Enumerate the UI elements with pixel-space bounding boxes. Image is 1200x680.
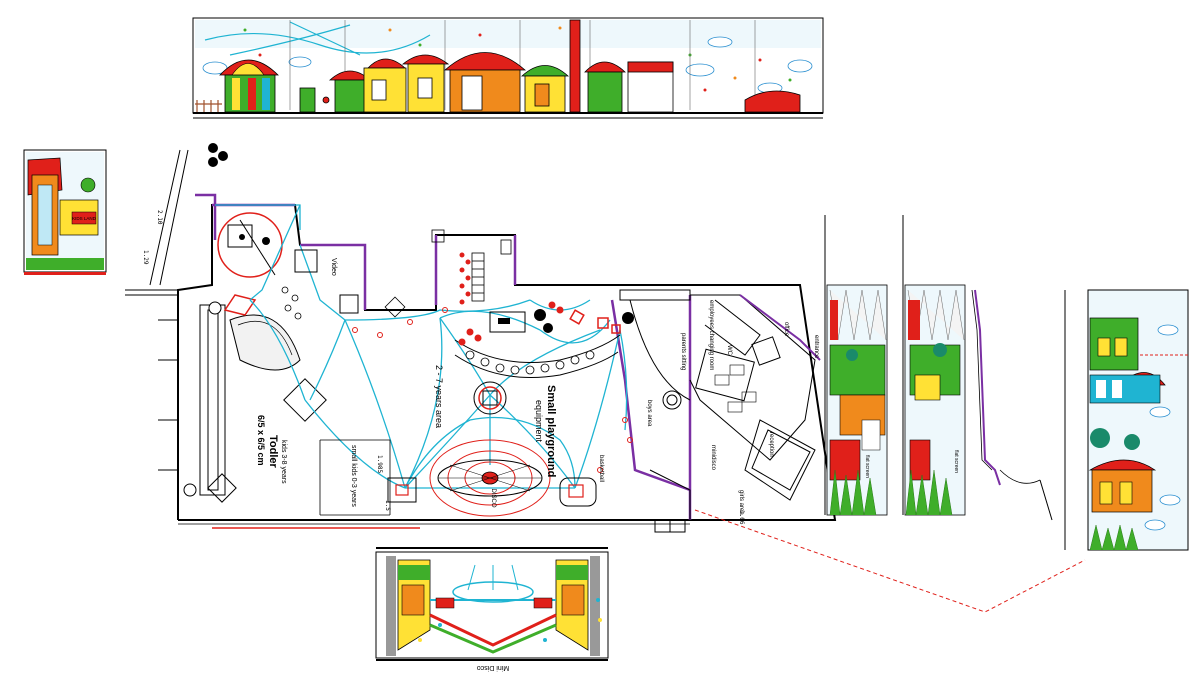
small-kids-label: small kids 0-3 years: [350, 445, 357, 507]
employees-room-label: employees changing room: [708, 300, 714, 370]
small-kids-pen: [319, 439, 391, 516]
kids-land-sign: KIDS LAND: [72, 216, 97, 221]
office-label: office: [783, 322, 789, 337]
dimension-1: 1.06: [738, 510, 745, 525]
small-playground-label: Small playground: [545, 385, 557, 477]
black-bollards: [208, 143, 228, 167]
right-elevation-2: flat screen: [904, 284, 966, 516]
dimension-4: 2.10: [156, 210, 163, 225]
boys-area-label: boys area: [646, 400, 652, 427]
disco-label: DISCO: [490, 488, 496, 507]
mini-disco-label: Mini Disco: [477, 664, 509, 671]
stair-block: [471, 252, 485, 302]
central-disco: DISCO: [429, 439, 551, 517]
top-play-structure: [454, 301, 634, 378]
flat-screen-label-1: flat screen: [864, 455, 870, 478]
dimension-3: 1.985: [376, 455, 383, 473]
video-label: Video: [330, 258, 337, 276]
dimension-2: 1.5: [384, 500, 391, 511]
girls-area-label: girls area: [738, 490, 744, 515]
flat-screen-label-2: flat screen: [953, 450, 959, 473]
mushroom-houses: [299, 19, 801, 113]
parents-sitting-label: parents sitting: [680, 333, 686, 370]
kiosk-tent: [219, 59, 279, 113]
left-elevation: KIDS LAND: [23, 149, 107, 275]
main-floor-plan: DISCO: [125, 143, 1086, 613]
toddler-label: Todler: [267, 435, 279, 469]
red-dots: [459, 252, 471, 305]
left-bench: [158, 304, 226, 496]
kids-3-8-label: kids 3-8 years: [280, 440, 287, 484]
entrance-label: entrance: [813, 335, 819, 359]
minidisco-label: minidisco: [710, 445, 716, 471]
corner-posts: [294, 249, 597, 507]
right-elevation-3: [1064, 289, 1189, 551]
center-tower: [473, 381, 507, 415]
wc-label: WC: [726, 345, 732, 356]
top-elevation: [192, 17, 824, 119]
right-elevation-1: flat screen: [824, 215, 904, 516]
mini-disco-frame: [375, 551, 609, 659]
mini-disco-elevation: Mini Disco: [375, 547, 609, 671]
age-2-7-label: 2 - 7 years area: [434, 365, 444, 428]
reception-area: [619, 289, 816, 533]
outer-wall: [177, 204, 837, 521]
cloud-group: [202, 36, 813, 94]
basketball-label: basketball: [598, 455, 604, 482]
right-elevation-walls: [971, 289, 1053, 521]
dimension-5: 1.29: [142, 250, 149, 265]
toddler-size-label: 6/5 x 6/5 cm: [256, 415, 266, 466]
equipment-label: equipment: [534, 400, 544, 443]
dashed-reference-line: [694, 509, 1086, 613]
reception-label: reception: [768, 432, 774, 457]
